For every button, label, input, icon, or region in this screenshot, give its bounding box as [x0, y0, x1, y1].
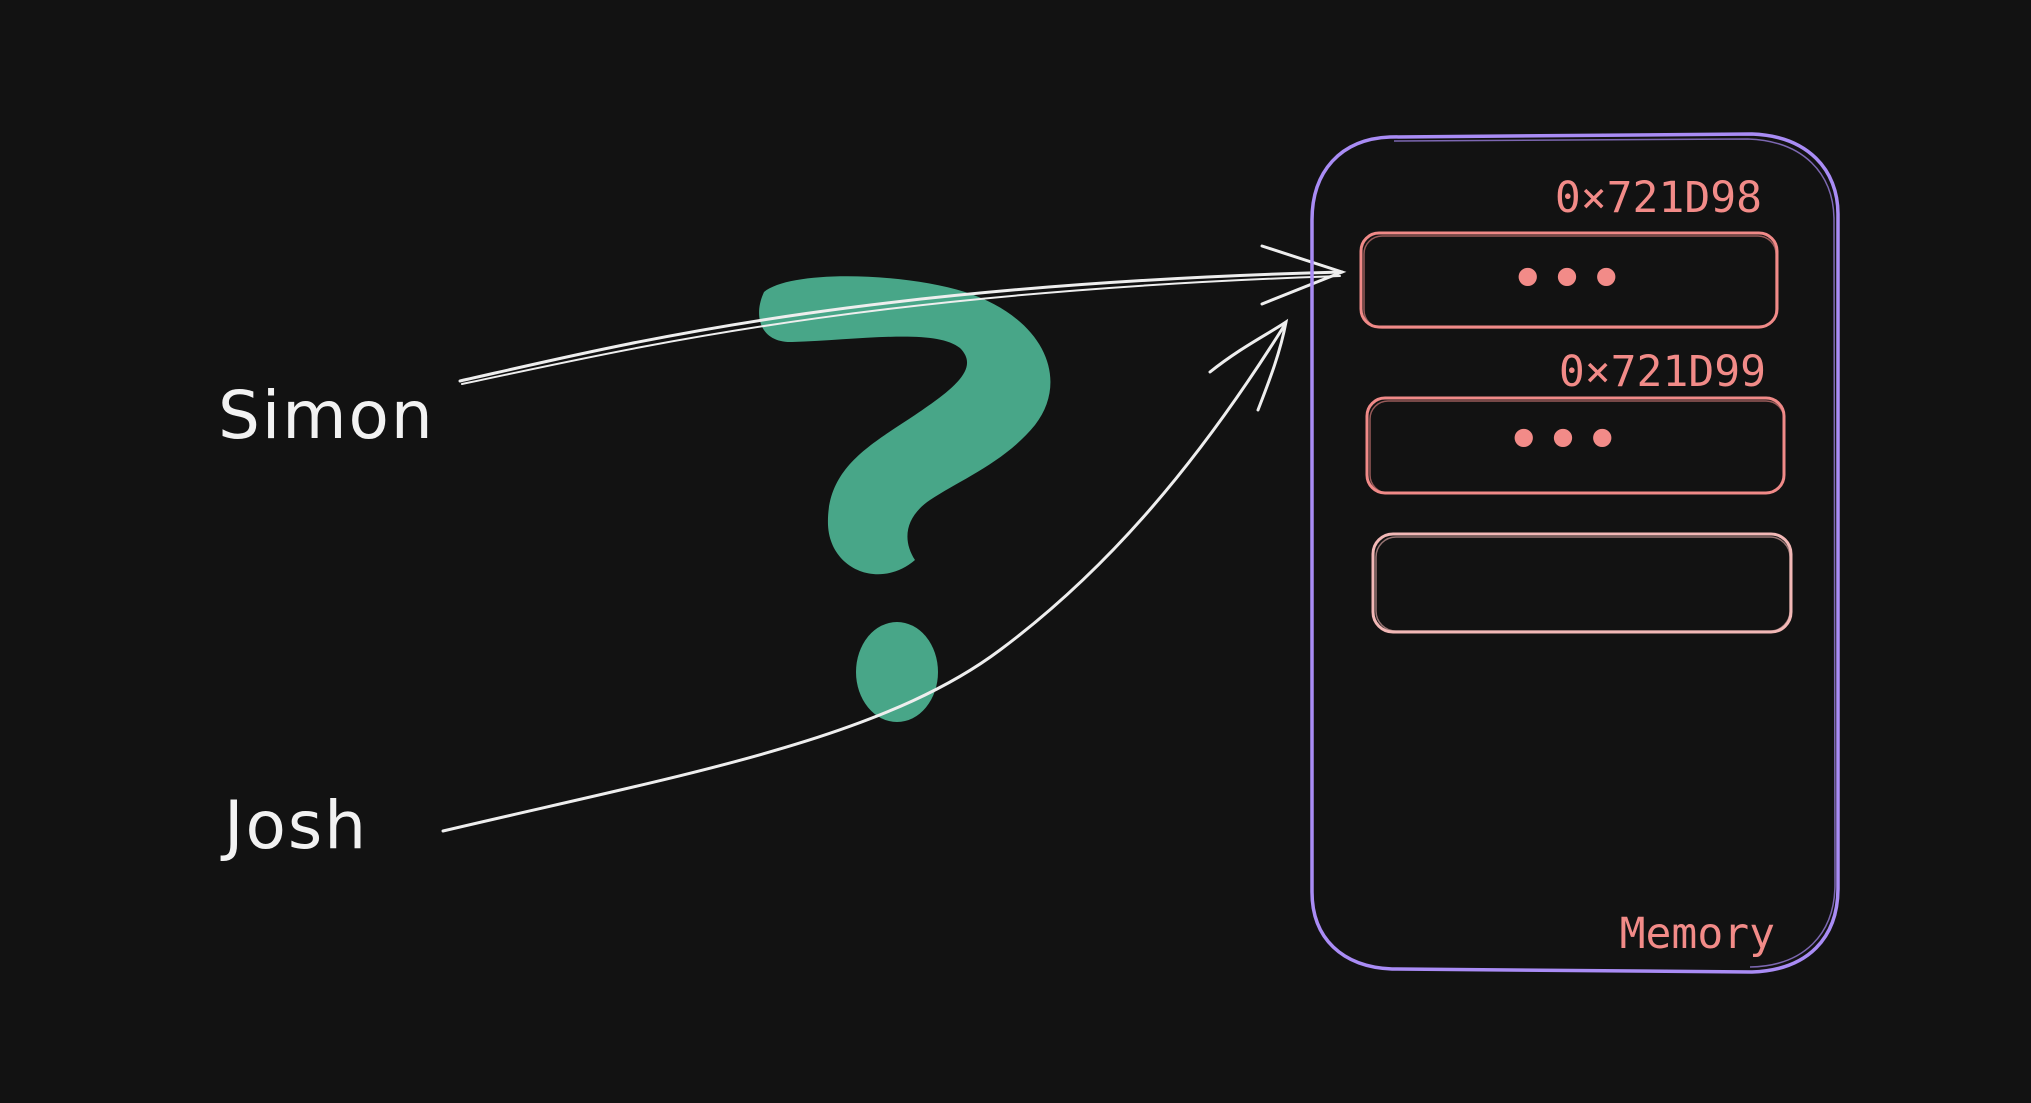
memory-cell-3 — [1371, 532, 1793, 634]
memory-block: Memory — [1310, 132, 1840, 974]
question-mark-curve — [759, 276, 1051, 575]
memory-cell-2: 0×721D99 ••• — [1365, 347, 1786, 495]
memory-label: Memory — [1620, 909, 1775, 959]
memory-cell-1-box-sketch — [1363, 235, 1777, 329]
arrow-simon-to-cell — [458, 244, 1347, 385]
memory-cell-1-box — [1359, 231, 1779, 329]
question-mark-icon — [759, 276, 1051, 722]
memory-cell-2-content: ••• — [1507, 410, 1625, 470]
arrow-simon-line-sketch — [461, 275, 1341, 385]
arrow-josh-to-cell — [441, 318, 1289, 833]
memory-cell-3-box-sketch — [1375, 536, 1791, 632]
memory-cell-2-box-sketch — [1369, 400, 1785, 494]
memory-cell-3-box — [1371, 532, 1793, 634]
memory-cell-1: 0×721D98 ••• — [1359, 173, 1779, 329]
label-josh: Josh — [220, 787, 368, 864]
arrow-simon-line — [458, 270, 1344, 383]
arrow-josh-head — [1208, 318, 1289, 412]
label-simon: Simon — [218, 377, 435, 454]
memory-border-sketch — [1393, 138, 1836, 968]
memory-border — [1310, 132, 1840, 974]
arrow-simon-head — [1260, 244, 1347, 306]
memory-cell-1-content: ••• — [1511, 249, 1629, 309]
memory-cell-1-address: 0×721D98 — [1555, 173, 1762, 223]
arrow-josh-line — [441, 324, 1286, 833]
memory-cell-2-address: 0×721D99 — [1559, 347, 1766, 397]
